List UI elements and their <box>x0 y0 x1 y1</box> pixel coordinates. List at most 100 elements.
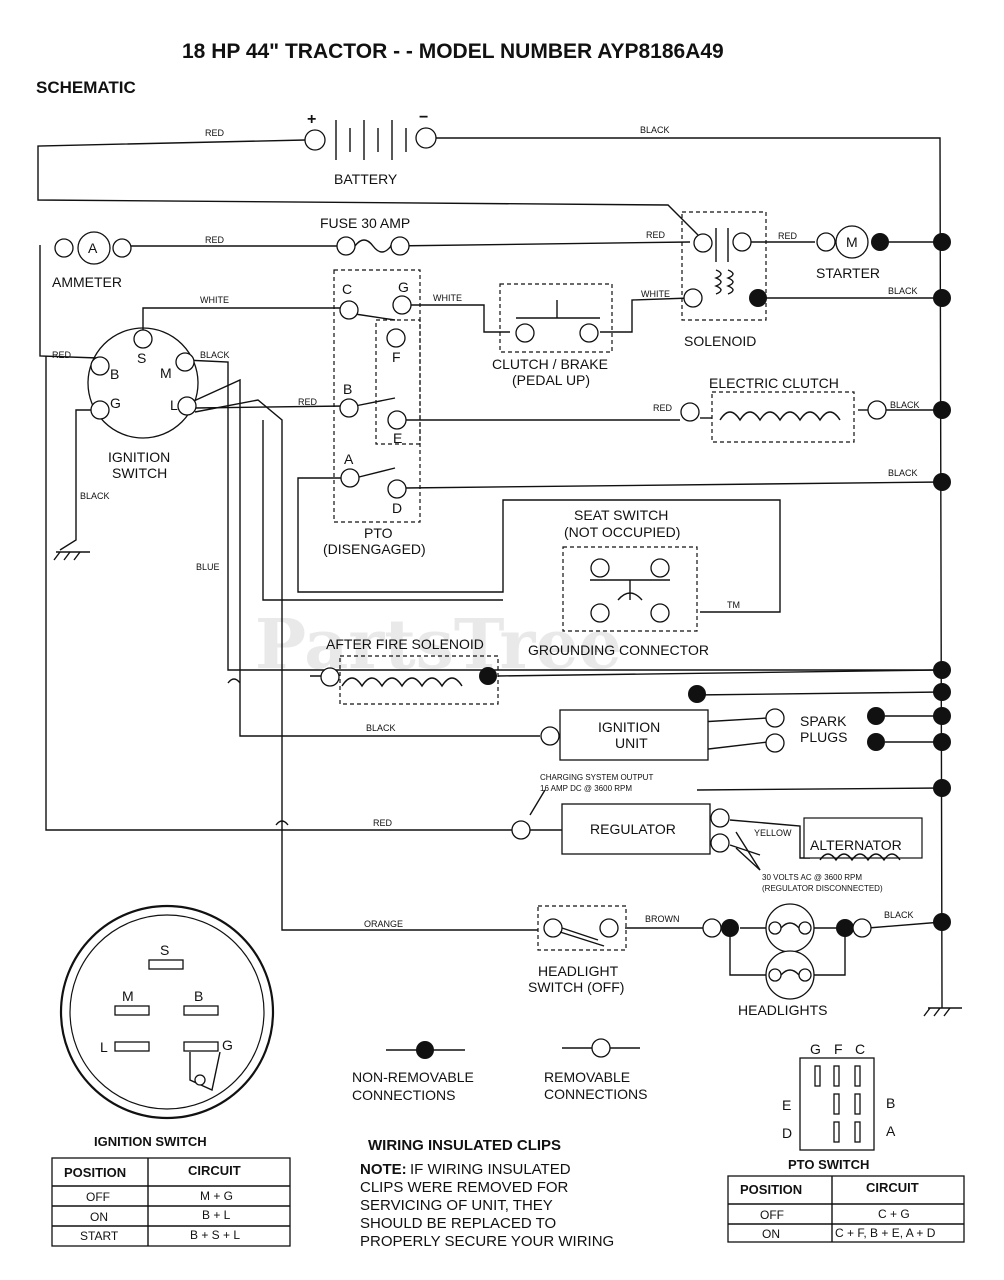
alternator: ALTERNATOR 30 VOLTS AC @ 3600 RPM (REGUL… <box>735 817 923 893</box>
ign-term-s: S <box>137 350 146 366</box>
wire-black-battery: BLACK <box>640 125 670 135</box>
ignition-table-title: IGNITION SWITCH <box>94 1134 207 1149</box>
legend-removable-2: CONNECTIONS <box>544 1086 647 1102</box>
watermark: PartsTree <box>255 605 622 685</box>
pto-row-1-position: ON <box>762 1227 780 1241</box>
ammeter: A AMMETER <box>52 231 132 290</box>
regulator-label: REGULATOR <box>590 821 676 837</box>
wire-red-battery: RED <box>205 128 225 138</box>
clutch-brake: CLUTCH / BRAKE (PEDAL UP) <box>492 300 608 388</box>
alternator-volts-2: (REGULATOR DISCONNECTED) <box>762 884 883 893</box>
regulator: REGULATOR CHARGING SYSTEM OUTPUT 16 AMP … <box>511 773 730 855</box>
headlights-label: HEADLIGHTS <box>738 1002 827 1018</box>
after-fire-box <box>339 655 499 705</box>
electric-clutch-box <box>711 391 855 443</box>
legend-removable-1: REMOVABLE <box>544 1069 630 1085</box>
pto-row-0-circuit: C + G <box>878 1207 910 1221</box>
wire-white-s: WHITE <box>200 295 229 305</box>
pto-table-header-position: POSITION <box>740 1182 802 1197</box>
ign-term-b: B <box>110 366 119 382</box>
pto-switch-table: PTO SWITCH POSITION CIRCUIT OFF C + G ON… <box>727 1157 965 1243</box>
ign-term-m: M <box>160 365 172 381</box>
headlight-switch: HEADLIGHT SWITCH (OFF) <box>528 918 624 995</box>
alternator-volts-1: 30 VOLTS AC @ 3600 RPM <box>762 873 862 882</box>
ignition-switch-face: S M B L G <box>59 904 275 1120</box>
pto-term-c: C <box>342 281 352 297</box>
ignition-unit-label-1: IGNITION <box>598 719 660 735</box>
battery: + − BATTERY <box>304 109 437 187</box>
alternator-label: ALTERNATOR <box>810 837 902 853</box>
ignition-unit-label-2: UNIT <box>615 735 648 751</box>
seat-switch-box <box>562 546 698 632</box>
wire-red-fuse: RED <box>646 230 666 240</box>
starter: M STARTER <box>816 225 889 281</box>
wire-red-ammeter: RED <box>205 235 225 245</box>
wire-red-b: RED <box>52 350 72 360</box>
ignition-switch-schematic: S B M G L IGNITION SWITCH <box>87 327 199 481</box>
seat-switch-label-1: SEAT SWITCH <box>574 507 668 523</box>
wire-red-clutch: RED <box>653 403 673 413</box>
clips-line-4: SHOULD BE REPLACED TO <box>360 1215 556 1232</box>
pto-switch-face: G F C E D B A <box>782 1041 896 1151</box>
wire-black-headlights: BLACK <box>884 910 914 920</box>
wire-red-pto-b: RED <box>298 397 318 407</box>
clips-line-3: SERVICING OF UNIT, THEY <box>360 1197 553 1214</box>
pto-term-d: D <box>392 500 402 516</box>
ignition-row-1-position: ON <box>90 1210 108 1224</box>
ign-face-s: S <box>160 942 169 958</box>
battery-label: BATTERY <box>334 171 398 187</box>
page-title: 18 HP 44" TRACTOR - - MODEL NUMBER AYP81… <box>182 40 724 63</box>
clutch-brake-label-2: (PEDAL UP) <box>512 372 590 388</box>
after-fire-label: AFTER FIRE SOLENOID <box>326 636 484 652</box>
wire-black-solenoid: BLACK <box>888 286 918 296</box>
pto-label-1: PTO <box>364 525 393 541</box>
wire-black-m: BLACK <box>200 350 230 360</box>
ignition-row-0-circuit: M + G <box>200 1189 233 1203</box>
electric-clutch: ELECTRIC CLUTCH <box>680 375 887 422</box>
headlight-switch-box <box>537 905 627 951</box>
wire-yellow: YELLOW <box>754 828 792 838</box>
ignition-row-2-circuit: B + S + L <box>190 1228 240 1242</box>
ignition-table-header-position: POSITION <box>64 1165 126 1180</box>
ignition-switch-label-2: SWITCH <box>112 465 167 481</box>
pto-face-top-g: G <box>810 1041 821 1057</box>
ignition-unit: IGNITION UNIT <box>540 685 709 761</box>
spark-plugs-label-1: SPARK <box>800 713 847 729</box>
ignition-switch-label-1: IGNITION <box>108 449 170 465</box>
clutch-brake-label-1: CLUTCH / BRAKE <box>492 356 608 372</box>
after-fire-solenoid: AFTER FIRE SOLENOID <box>320 636 497 688</box>
headlight-switch-label-1: HEADLIGHT <box>538 963 619 979</box>
pto-row-0-position: OFF <box>760 1208 784 1222</box>
pto-face-right-b: B <box>886 1095 895 1111</box>
spark-plugs-label-2: PLUGS <box>800 729 847 745</box>
pto-label-2: (DISENGAGED) <box>323 541 426 557</box>
pto-term-f: F <box>392 349 401 365</box>
solenoid-label: SOLENOID <box>684 333 756 349</box>
wire-red-starter: RED <box>778 231 798 241</box>
charging-output-2: 16 AMP DC @ 3600 RPM <box>540 784 632 793</box>
section-title: SCHEMATIC <box>36 78 136 97</box>
wire-orange: ORANGE <box>364 919 403 929</box>
wire-red-regulator: RED <box>373 818 393 828</box>
ignition-row-0-position: OFF <box>86 1190 110 1204</box>
clips-line-1: IF WIRING INSULATED <box>410 1161 571 1178</box>
wire-white-pto: WHITE <box>433 293 462 303</box>
electric-clutch-label: ELECTRIC CLUTCH <box>709 375 839 391</box>
fuse: FUSE 30 AMP <box>320 215 410 256</box>
solenoid: SOLENOID <box>683 228 767 349</box>
seat-switch: SEAT SWITCH (NOT OCCUPIED) GROUNDING CON… <box>528 507 709 658</box>
spark-plugs: SPARK PLUGS <box>765 707 885 753</box>
pto-inner-box <box>375 319 421 445</box>
pto-face-top-c: C <box>855 1041 865 1057</box>
wire-black-g: BLACK <box>80 491 110 501</box>
ammeter-label: AMMETER <box>52 274 122 290</box>
pto-term-e: E <box>393 430 402 446</box>
pto-table-title: PTO SWITCH <box>788 1157 869 1172</box>
pto-face-left-e: E <box>782 1097 791 1113</box>
seat-switch-label-2: (NOT OCCUPIED) <box>564 524 680 540</box>
clips-line-2: CLIPS WERE REMOVED FOR <box>360 1179 569 1196</box>
component-outlines <box>333 211 855 951</box>
ignition-row-2-position: START <box>80 1229 119 1243</box>
ign-term-l: L <box>170 397 178 413</box>
